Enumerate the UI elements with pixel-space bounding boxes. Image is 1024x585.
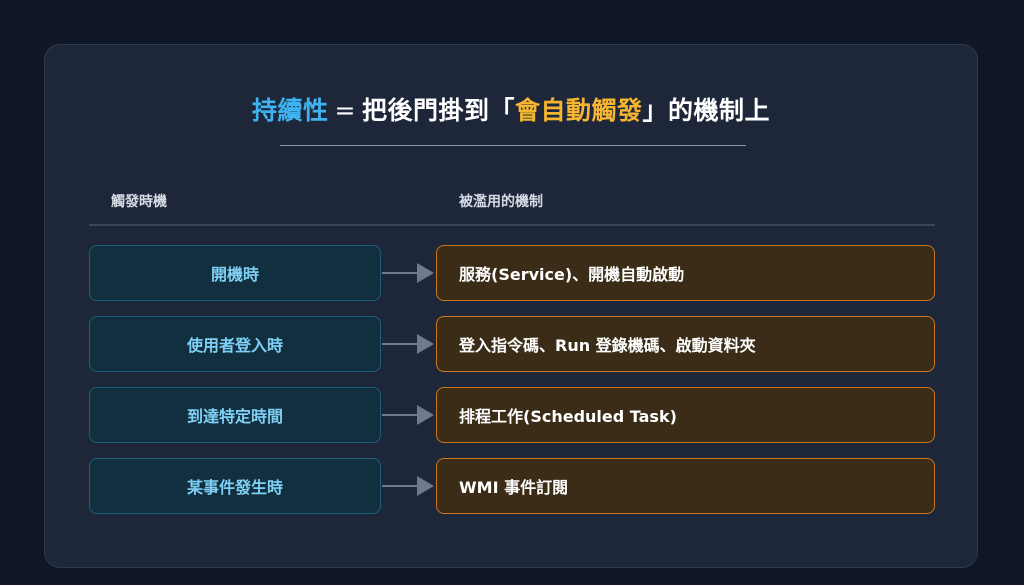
title-highlight: 會自動觸發	[514, 96, 643, 125]
page-title: 持續性=把後門掛到「會自動觸發」的機制上	[45, 91, 977, 127]
mechanism-box: 服務(Service)、開機自動啟動	[436, 245, 935, 301]
arrow-right-icon	[417, 476, 434, 496]
mapping-row-boot: 開機時 服務(Service)、開機自動啟動	[89, 245, 935, 301]
connector-line	[382, 414, 418, 416]
title-divider	[280, 145, 746, 146]
mapping-row-schedule: 到達特定時間 排程工作(Scheduled Task)	[89, 387, 935, 443]
trigger-box: 開機時	[89, 245, 381, 301]
title-equals: =	[334, 96, 356, 125]
connector-line	[382, 343, 418, 345]
header-trigger: 觸發時機	[111, 194, 167, 210]
connector-line	[382, 485, 418, 487]
mechanism-box: 登入指令碼、Run 登錄機碼、啟動資料夾	[436, 316, 935, 372]
trigger-box: 到達特定時間	[89, 387, 381, 443]
title-suffix: 」的機制上	[642, 96, 770, 125]
header-mechanism: 被濫用的機制	[459, 194, 543, 210]
mapping-row-event: 某事件發生時 WMI 事件訂閱	[89, 458, 935, 514]
connector-line	[382, 272, 418, 274]
title-middle: 把後門掛到「	[361, 96, 515, 125]
trigger-box: 某事件發生時	[89, 458, 381, 514]
mapping-row-logon: 使用者登入時 登入指令碼、Run 登錄機碼、啟動資料夾	[89, 316, 935, 372]
title-keyword: 持續性	[251, 96, 329, 125]
header-divider	[89, 224, 935, 226]
mechanism-box: WMI 事件訂閱	[436, 458, 935, 514]
diagram-card: 持續性=把後門掛到「會自動觸發」的機制上 觸發時機 被濫用的機制 開機時 服務(…	[44, 44, 978, 568]
arrow-right-icon	[417, 405, 434, 425]
mechanism-box: 排程工作(Scheduled Task)	[436, 387, 935, 443]
trigger-box: 使用者登入時	[89, 316, 381, 372]
arrow-right-icon	[417, 263, 434, 283]
arrow-right-icon	[417, 334, 434, 354]
